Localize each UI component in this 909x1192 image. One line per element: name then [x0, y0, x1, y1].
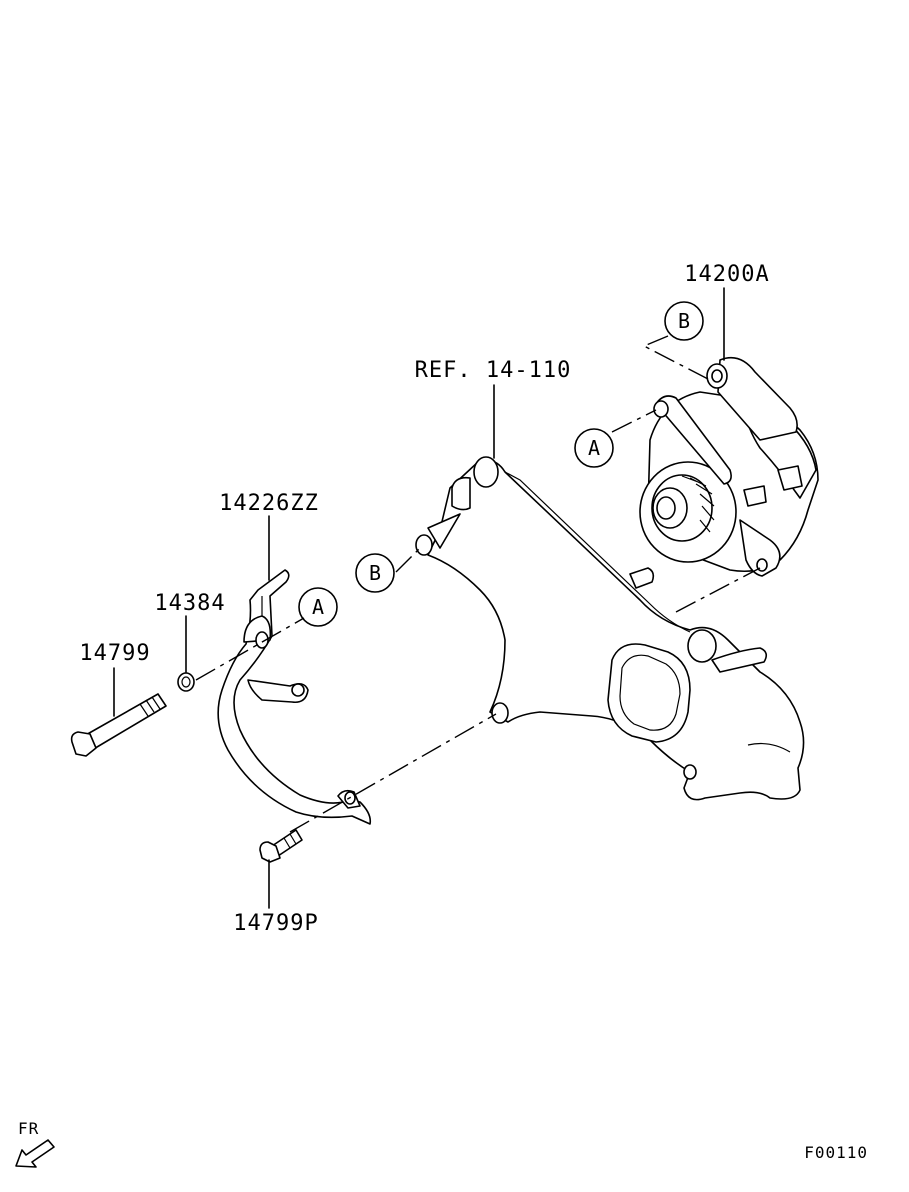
- short-bolt: [259, 829, 303, 863]
- svg-text:B: B: [678, 309, 690, 333]
- label-ref: REF. 14-110: [415, 358, 572, 383]
- front-arrow-icon: [15, 1139, 55, 1168]
- label-bolt-long: 14799: [79, 641, 150, 666]
- front-label: FR: [18, 1119, 39, 1138]
- leader-lines: [113, 287, 725, 909]
- label-bracket: 14226ZZ: [219, 491, 319, 516]
- label-washer: 14384: [154, 591, 225, 616]
- callout-a-bracket: A: [298, 587, 338, 627]
- washer: [177, 672, 195, 692]
- label-bolt-short: 14799P: [233, 911, 318, 936]
- label-alternator: 14200A: [684, 262, 769, 287]
- svg-text:A: A: [588, 436, 600, 460]
- svg-text:A: A: [312, 595, 324, 619]
- bracket: [217, 569, 372, 825]
- callout-b-cover: B: [355, 553, 395, 593]
- assembly-lines: [195, 335, 761, 833]
- alternator: [639, 356, 819, 577]
- callout-b-alternator: B: [664, 301, 704, 341]
- front-orientation: FR: [15, 1119, 55, 1168]
- svg-text:B: B: [369, 561, 381, 585]
- callout-a-alternator: A: [574, 428, 614, 468]
- figure-code: F00110: [804, 1143, 868, 1162]
- long-bolt: [70, 693, 167, 757]
- engine-cover-outline: [415, 456, 805, 801]
